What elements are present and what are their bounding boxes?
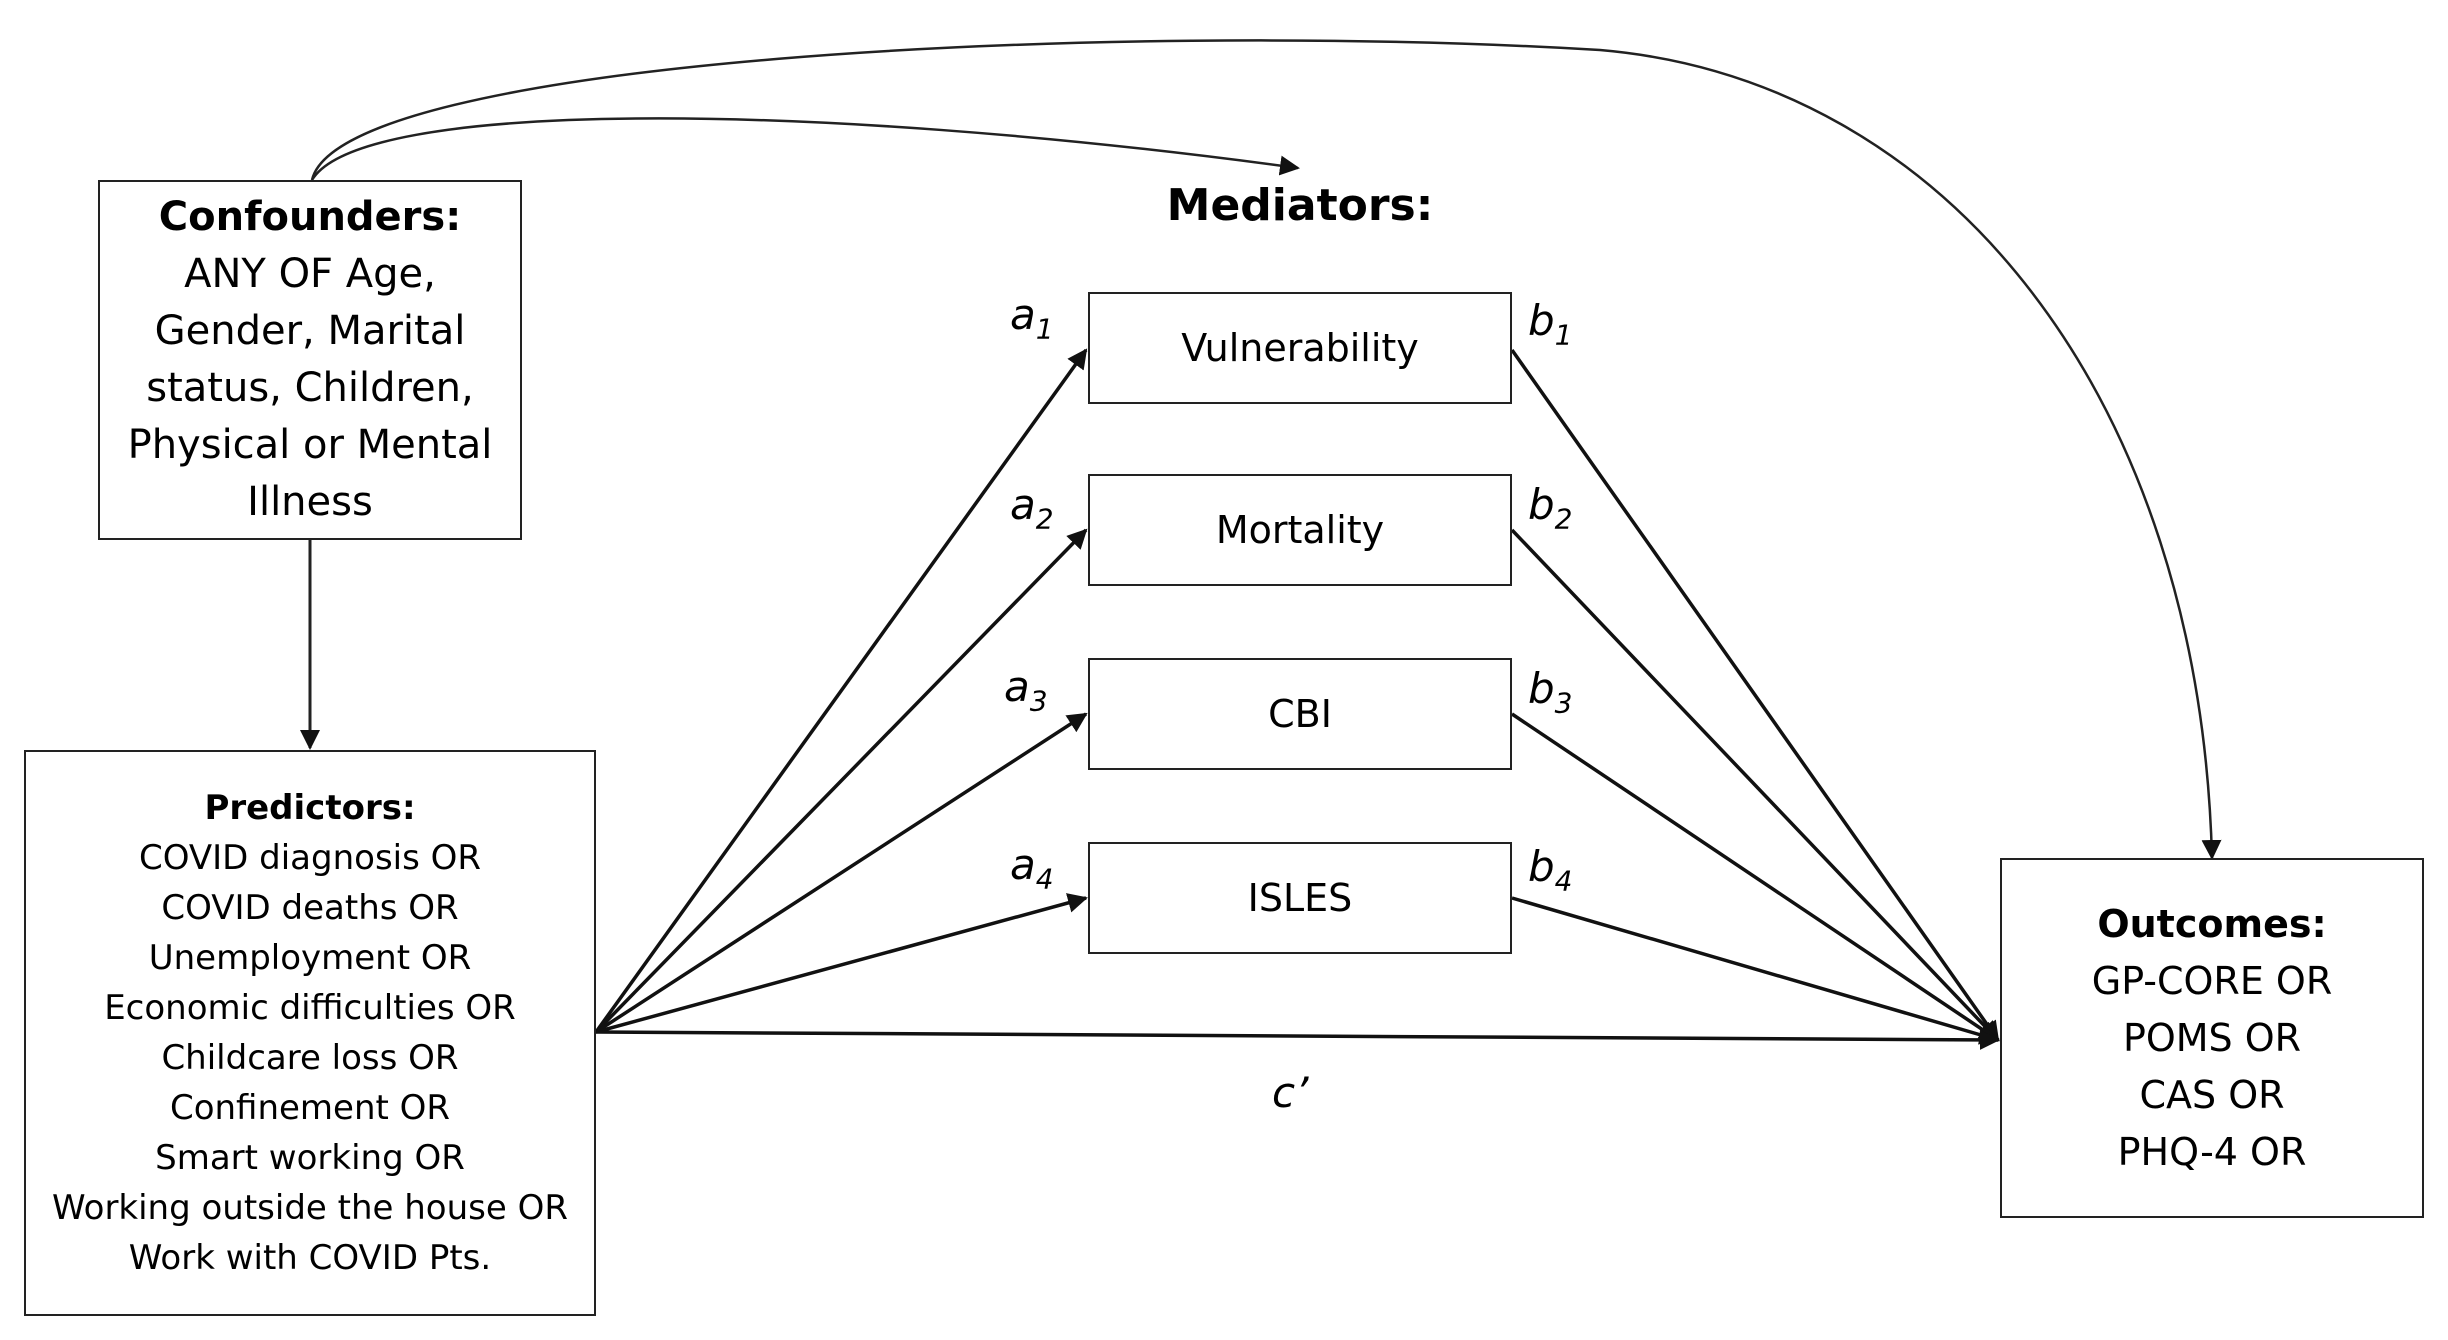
path-label-a4: a4 [1010,840,1054,895]
mediator-box-isles: ISLES [1088,842,1512,954]
mediator-label: CBI [1268,692,1332,736]
predictors-title: Predictors: [204,788,416,828]
path-index: 4 [1554,864,1573,898]
path-letter: a [1010,290,1036,339]
outcome-item: GP-CORE OR [2091,958,2333,1003]
outcome-item: PHQ-4 OR [2117,1129,2307,1174]
confounders-box: Confounders: ANY OF Age, Gender, Marital… [98,180,522,540]
confounders-line: Physical or Mental [127,422,493,468]
mediator-box-vulnerability: Vulnerability [1088,292,1512,404]
outcomes-box: Outcomes: GP-CORE OR POMS OR CAS OR PHQ-… [2000,858,2424,1218]
path-label-a3: a3 [1004,662,1048,717]
mediator-label: Vulnerability [1181,326,1419,370]
outcome-item: CAS OR [2139,1072,2285,1117]
path-index: 2 [1554,502,1573,536]
predictor-item: Working outside the house OR [52,1188,568,1228]
arrow-confounders-to-outcomes [310,39,2222,860]
predictor-item: Childcare loss OR [161,1038,459,1078]
path-label-b2: b2 [1528,480,1573,535]
mediators-title: Mediators: [1166,180,1434,231]
outcomes-title: Outcomes: [2097,901,2327,946]
path-label-b4: b4 [1528,842,1573,897]
path-letter: b [1528,842,1555,891]
predictor-item: Confinement OR [169,1088,451,1128]
arrow-a3 [595,712,1088,1034]
arrow-c-prime [595,1029,2000,1050]
path-label-a2: a2 [1010,480,1054,535]
path-index: 4 [1035,862,1054,896]
outcome-item: POMS OR [2122,1015,2302,1060]
predictors-box: Predictors: COVID diagnosis OR COVID dea… [24,750,596,1316]
arrow-b4 [1511,896,2000,1045]
path-letter: b [1528,480,1555,529]
confounders-title: Confounders: [158,194,462,240]
mediator-box-mortality: Mortality [1088,474,1512,586]
path-index: 2 [1035,502,1054,536]
path-letter: b [1528,664,1555,713]
path-index: 1 [1035,312,1054,346]
predictor-item: Smart working OR [155,1138,465,1178]
mediator-label: ISLES [1247,876,1353,920]
confounders-line: status, Children, [146,365,474,411]
arrow-b3 [1511,712,2000,1042]
predictor-item: COVID diagnosis OR [138,838,482,878]
path-letter: a [1004,662,1030,711]
mediator-label: Mortality [1215,508,1385,552]
path-label-a1: a1 [1010,290,1054,345]
path-label-b3: b3 [1528,664,1573,719]
arrow-a2 [594,528,1088,1034]
predictor-item: COVID deaths OR [161,888,459,928]
confounders-line: ANY OF Age, [184,251,436,297]
path-label-c-prime: c’ [1272,1068,1309,1117]
confounders-line: Gender, Marital [154,308,466,354]
path-index: 3 [1029,684,1048,718]
path-index: 1 [1554,318,1573,352]
path-index: 3 [1554,686,1573,720]
path-letter: a [1010,840,1036,889]
arrow-b2 [1510,528,2000,1042]
arrow-a1 [594,348,1088,1034]
arrow-confounders-to-mediators [310,117,1300,181]
predictor-item: Work with COVID Pts. [128,1238,492,1278]
path-letter: a [1010,480,1036,529]
path-label-b1: b1 [1528,296,1573,351]
arrow-a4 [595,893,1088,1034]
predictor-item: Unemployment OR [148,938,472,978]
arrow-b1 [1510,348,2000,1042]
predictor-item: Economic difficulties OR [104,988,516,1028]
mediator-box-cbi: CBI [1088,658,1512,770]
confounders-line: Illness [247,479,373,525]
path-letter: b [1528,296,1555,345]
